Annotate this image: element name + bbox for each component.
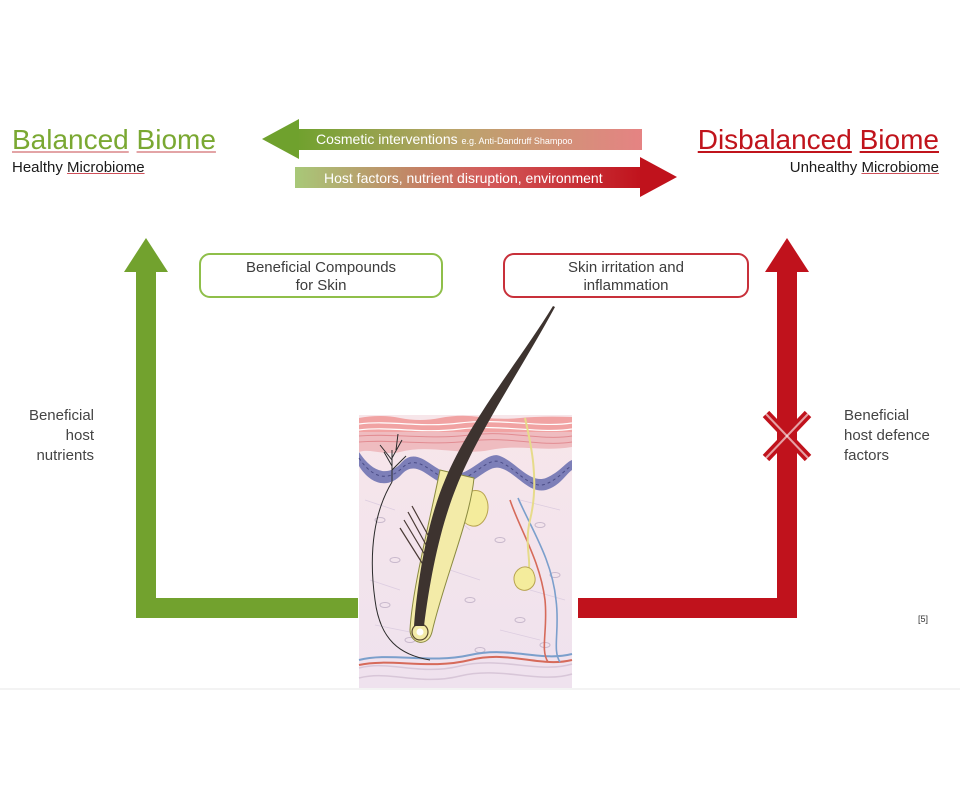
floor-line <box>0 688 960 690</box>
arrow-host-factors <box>295 157 677 197</box>
skin-irritation-line1: Skin irritation and <box>568 259 684 276</box>
healthy-microbiome-subtitle: Healthy Microbiome <box>12 159 145 176</box>
skin-irritation-line2: inflammation <box>583 277 669 294</box>
beneficial-host-defence-label: Beneficial host defence factors <box>844 407 930 464</box>
blocked-cross-icon <box>762 410 812 462</box>
beneficial-compounds-line1: Beneficial Compounds <box>245 259 397 276</box>
arrow-cosmetic-interventions <box>262 119 642 159</box>
unhealthy-microbiome-subtitle: Unhealthy Microbiome <box>789 159 939 176</box>
anti-dandruff-example-label: e.g. Anti-Dandruff Shampoo <box>461 136 573 146</box>
balanced-biome-title: Balanced Biome <box>12 124 216 155</box>
skin-irritation-box: Skin irritation and inflammation <box>503 253 749 298</box>
beneficial-compounds-box: Beneficial Compounds for Skin <box>199 253 443 298</box>
host-factors-label: Host factors, nutrient disruption, envir… <box>324 170 603 186</box>
beneficial-compounds-line2: for Skin <box>295 277 347 294</box>
green-nutrient-arrow <box>124 238 358 618</box>
reference-citation: [5] <box>918 614 929 624</box>
beneficial-host-nutrients-label: Beneficial host nutrients <box>28 407 94 464</box>
red-defence-arrow <box>578 238 809 618</box>
hair-shaft <box>414 306 555 626</box>
disbalanced-biome-title: Disbalanced Biome <box>697 124 939 155</box>
cosmetic-interventions-label: Cosmetic interventions e.g. Anti-Dandruf… <box>316 131 573 147</box>
